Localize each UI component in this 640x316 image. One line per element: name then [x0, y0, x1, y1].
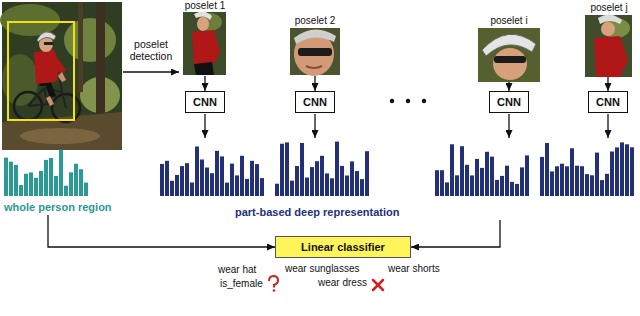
poselet-label: poselet j	[583, 2, 635, 14]
attribute-label: wear hat	[218, 264, 256, 276]
representation-label: part-based deep representation	[235, 206, 399, 219]
poselet-crop: poselet i	[476, 15, 542, 82]
cnn-box: CNN	[489, 91, 529, 113]
classifier-label: Linear classifier	[276, 240, 410, 254]
cnn-output-arrow	[204, 114, 205, 138]
cnn-label: CNN	[490, 95, 528, 109]
cnn-box: CNN	[295, 91, 335, 113]
cnn-label: CNN	[589, 95, 627, 109]
cnn-box: CNN	[588, 91, 628, 113]
cnn-box: CNN	[185, 91, 225, 113]
process-label: poselet detection	[124, 38, 178, 62]
detection-arrow	[123, 71, 179, 72]
detection-box	[8, 22, 74, 120]
poselet-crop: poselet j	[583, 2, 635, 77]
cnn-output-arrow	[508, 114, 509, 138]
attribute-label: wear sunglasses	[285, 263, 359, 275]
part-feature-group: part-based deep representation	[155, 125, 637, 220]
flow-arrow	[607, 77, 608, 91]
attribute-label: wear shorts	[388, 263, 440, 275]
whole-person-feature: whole person region	[2, 145, 124, 215]
representation-label: whole person region	[4, 201, 112, 214]
poselet-label: poselet i	[476, 15, 542, 27]
uncertain-mark	[269, 276, 278, 292]
poselet-image	[585, 14, 632, 77]
cnn-output-arrows	[205, 114, 608, 138]
cnn-output-arrow	[314, 114, 315, 138]
poselet-crop: poselet 1	[181, 0, 229, 76]
flow-arrow	[314, 76, 315, 91]
poselet-image	[290, 28, 340, 76]
classifier-box: Linear classifier	[275, 236, 411, 258]
poselet-image	[478, 28, 540, 82]
ellipsis-dots	[390, 99, 426, 103]
flow-arrow	[204, 76, 205, 91]
flow-arrow	[48, 215, 275, 247]
poselet-crop: poselet 2	[288, 15, 342, 76]
cnn-output-arrow	[607, 114, 608, 138]
attribute-label: wear dress	[318, 277, 367, 289]
flow-arrow	[508, 82, 509, 91]
poselet-label: poselet 2	[288, 15, 342, 27]
cnn-label: CNN	[296, 95, 334, 109]
person-photo	[0, 2, 122, 150]
poselet-image	[183, 11, 226, 75]
poselet-label: poselet 1	[181, 0, 229, 12]
feature-histograms	[4, 142, 634, 196]
cnn-label: CNN	[186, 95, 224, 109]
flow-arrow	[411, 220, 500, 247]
wrong-mark	[373, 280, 383, 290]
attribute-label: is_female	[220, 278, 263, 290]
